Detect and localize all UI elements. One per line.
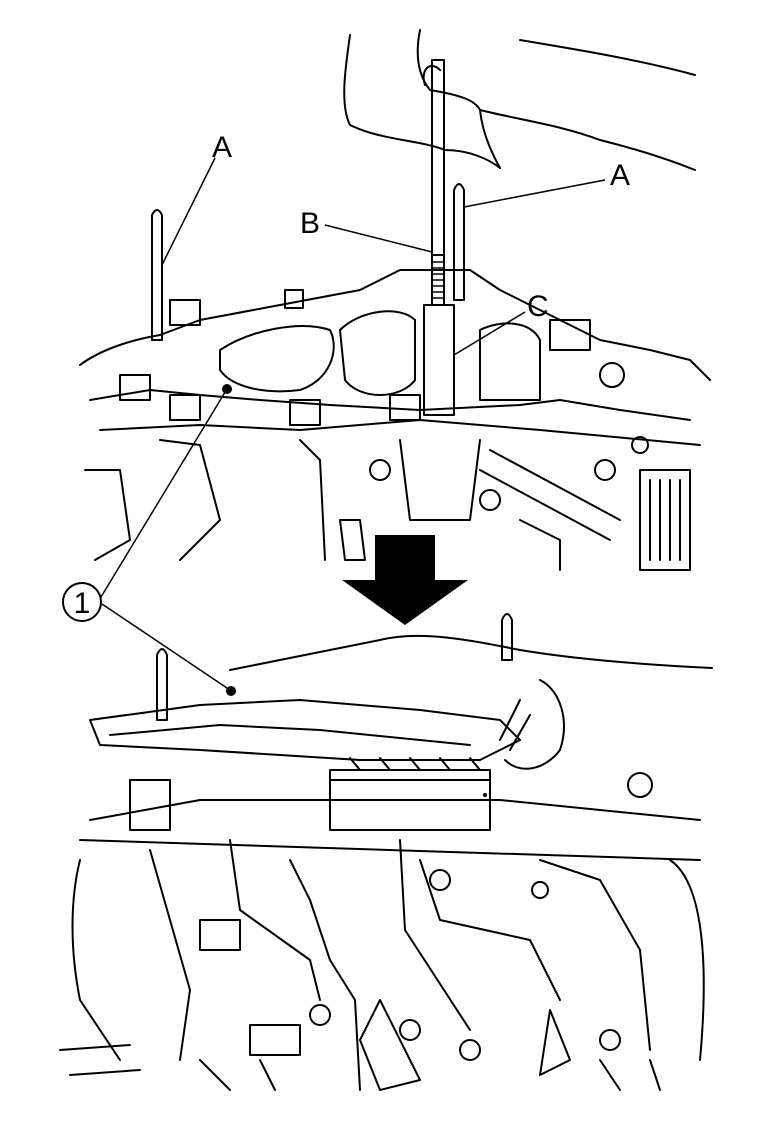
leader-a-right xyxy=(463,179,606,208)
label-c: C xyxy=(527,290,549,323)
tool-b-rod xyxy=(431,59,445,306)
guide-pin-a-left xyxy=(151,209,163,341)
down-arrow-icon xyxy=(342,535,468,625)
callout-1-number: 1 xyxy=(74,587,91,620)
marker-1-bottom-dot xyxy=(226,686,236,696)
transmission-housing-top xyxy=(79,269,711,571)
leader-b xyxy=(324,224,433,253)
leader-a-left xyxy=(161,157,216,266)
callout-1: 1 xyxy=(62,388,231,691)
leader-c xyxy=(453,311,526,356)
guide-pin-a-right xyxy=(453,183,465,301)
callout-1-circle xyxy=(62,582,102,622)
hand-top xyxy=(343,29,696,171)
bottom-assembly-view xyxy=(59,613,713,1091)
label-a-right: A xyxy=(610,159,630,192)
label-a-left: A xyxy=(212,131,232,164)
leader-1-top xyxy=(100,388,228,598)
top-assembly-view xyxy=(79,29,711,571)
label-b: B xyxy=(300,207,320,240)
tool-c-sleeve xyxy=(423,304,455,416)
leader-1-bottom xyxy=(101,603,231,691)
